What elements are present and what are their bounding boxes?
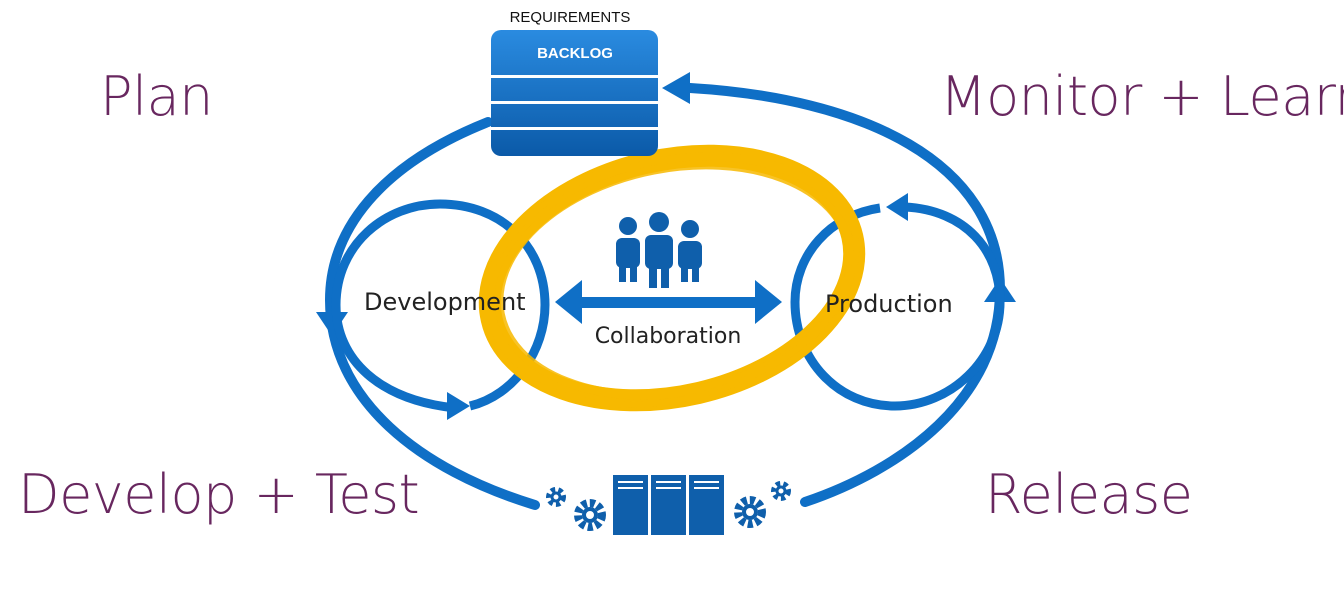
backlog-icon xyxy=(491,30,658,156)
requirements-label: REQUIREMENTS xyxy=(510,9,631,26)
development-label: Development xyxy=(364,288,526,316)
phase-label-monitor-learn: Monitor + Learn xyxy=(940,65,1344,128)
collaboration-highlight xyxy=(478,144,866,412)
outer-loop-left-arc xyxy=(324,117,540,510)
outer-arrow-top-icon xyxy=(662,72,690,104)
backlog-label: BACKLOG xyxy=(537,45,613,62)
production-loop xyxy=(790,202,1005,411)
development-loop-arrow-icon xyxy=(447,392,470,420)
phase-label-plan: Plan xyxy=(100,65,213,128)
gears-left-icon xyxy=(546,487,606,531)
production-label: Production xyxy=(825,290,953,318)
production-loop-arrow-icon xyxy=(886,193,908,221)
phase-label-develop-test: Develop + Test xyxy=(18,463,420,526)
gears-right-icon xyxy=(734,481,791,528)
servers-icon xyxy=(613,475,724,535)
collaboration-label: Collaboration xyxy=(595,324,742,349)
people-icon xyxy=(616,212,702,288)
phase-label-release: Release xyxy=(985,463,1193,526)
collaboration-double-arrow-icon xyxy=(555,280,782,324)
development-loop xyxy=(331,199,550,413)
